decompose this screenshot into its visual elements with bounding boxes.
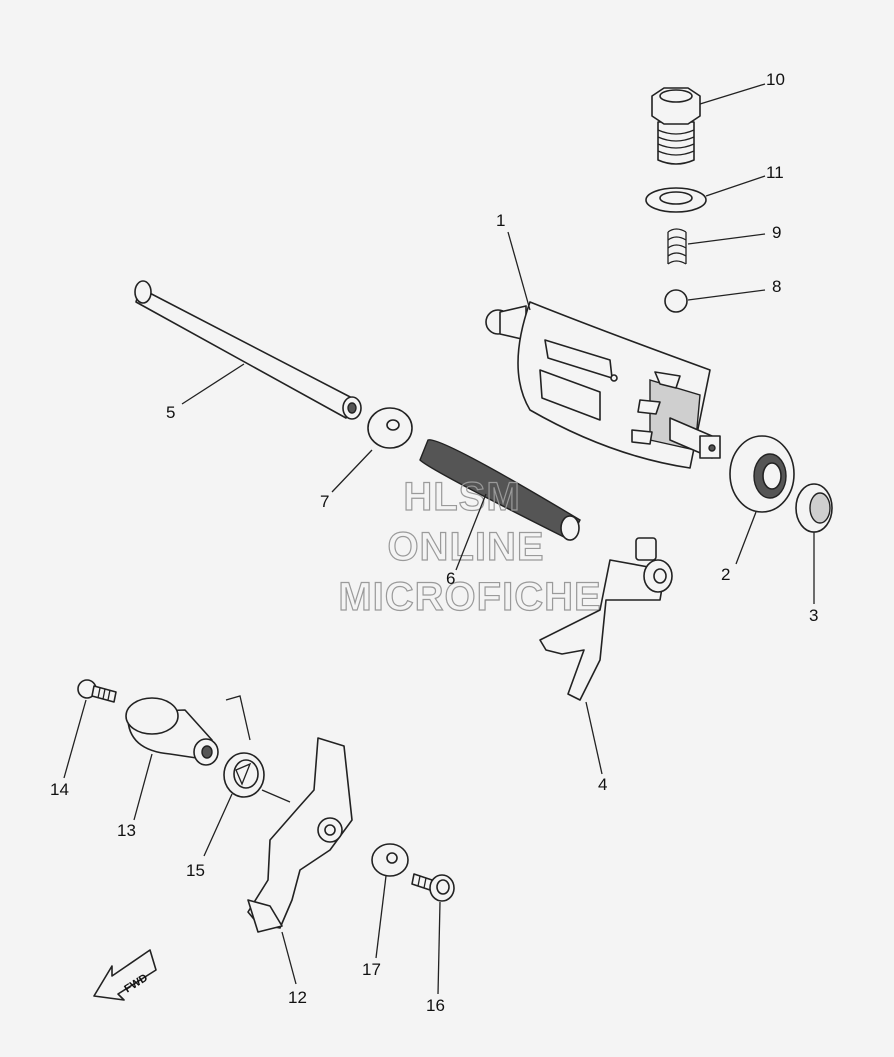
part-4-shift-fork[interactable] xyxy=(539,537,673,701)
callout-10[interactable]: 10 xyxy=(766,70,785,89)
callout-8[interactable]: 8 xyxy=(772,277,781,296)
callout-16[interactable]: 16 xyxy=(426,996,445,1015)
callout-6[interactable]: 6 xyxy=(446,569,455,588)
leader-lines xyxy=(63,83,815,995)
part-5-shaft[interactable] xyxy=(134,280,362,420)
part-1-shift-drum[interactable] xyxy=(485,301,721,469)
callout-11[interactable]: 11 xyxy=(766,163,784,182)
callout-7[interactable]: 7 xyxy=(320,492,329,511)
part-12-shift-lever[interactable] xyxy=(247,737,353,933)
part-7-washer[interactable] xyxy=(367,407,413,449)
part-6-spring[interactable] xyxy=(419,439,581,541)
watermark-line-3: MICROFICHE xyxy=(338,575,601,619)
callout-5[interactable]: 5 xyxy=(166,403,175,422)
part-16-bolt[interactable] xyxy=(411,873,455,902)
callout-17[interactable]: 17 xyxy=(362,960,381,979)
callout-1[interactable]: 1 xyxy=(496,211,505,230)
callout-15[interactable]: 15 xyxy=(186,861,205,880)
callout-14[interactable]: 14 xyxy=(50,780,69,799)
part-10-bolt[interactable] xyxy=(651,87,701,165)
callout-3[interactable]: 3 xyxy=(809,606,818,625)
part-3-seal[interactable] xyxy=(795,483,833,533)
callout-4[interactable]: 4 xyxy=(598,775,607,794)
part-8-ball[interactable] xyxy=(664,289,688,313)
fwd-arrow: FWD xyxy=(93,949,157,1001)
watermark-line-2: ONLINE xyxy=(387,525,544,569)
part-14-screw[interactable] xyxy=(77,679,117,703)
part-11-washer[interactable] xyxy=(645,187,707,213)
part-17-washer[interactable] xyxy=(371,843,409,877)
callout-13[interactable]: 13 xyxy=(117,821,136,840)
part-9-spring[interactable] xyxy=(667,228,687,265)
part-2-bearing[interactable] xyxy=(729,435,795,513)
part-15-torsion-spring[interactable] xyxy=(223,695,291,803)
callout-labels: 1 2 3 4 5 6 7 8 9 10 11 12 13 14 15 16 1… xyxy=(50,70,818,1015)
callout-9[interactable]: 9 xyxy=(772,223,781,242)
callout-2[interactable]: 2 xyxy=(721,565,730,584)
callout-12[interactable]: 12 xyxy=(288,988,307,1007)
watermark-line-1: HLSM xyxy=(403,475,520,519)
watermark: HLSM ONLINE MICROFICHE xyxy=(338,474,602,619)
part-13-collar[interactable] xyxy=(125,697,219,766)
